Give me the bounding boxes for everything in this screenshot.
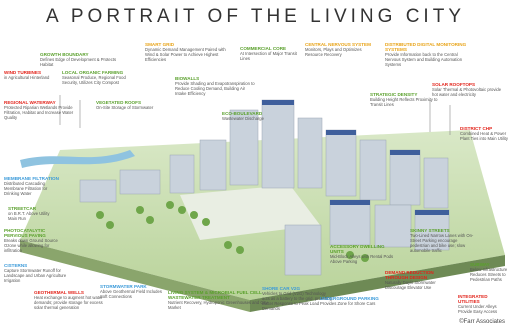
credit: ©Farr Associates (459, 319, 505, 325)
trees (96, 201, 369, 262)
ground-edge-right (250, 255, 505, 312)
solar-roof-panels (262, 100, 449, 215)
wind-turbines (59, 95, 451, 135)
ground-edge (20, 240, 250, 312)
building-cluster (79, 99, 450, 276)
label-living-system: LIVING SYSTEM & MICROBIAL FUEL CELL WAST… (168, 290, 268, 310)
page-title: A PORTRAIT OF THE LIVING CITY (45, 6, 465, 27)
waterway (20, 150, 135, 168)
